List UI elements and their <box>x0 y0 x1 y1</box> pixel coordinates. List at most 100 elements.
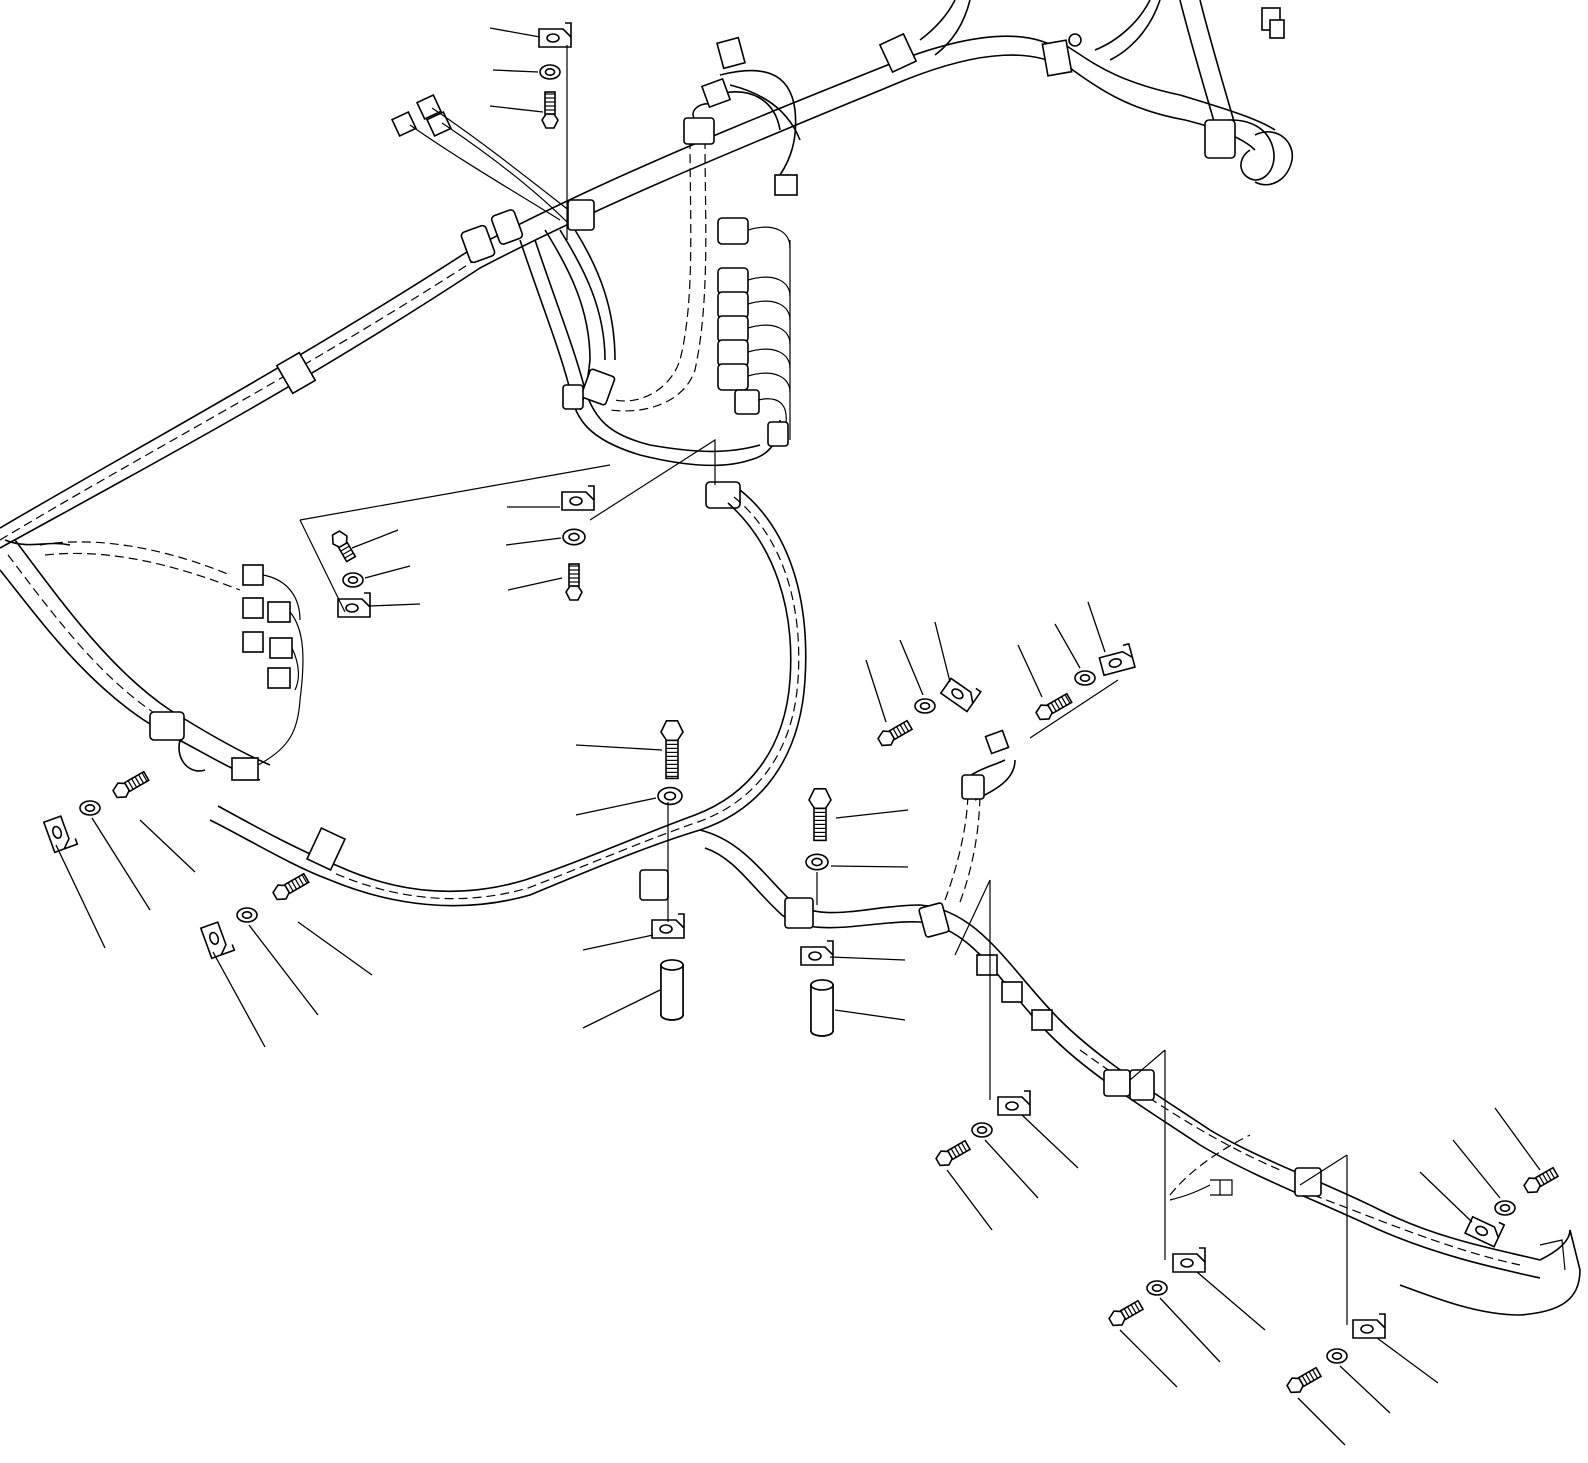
upper-center-harness <box>390 36 801 509</box>
clamp <box>562 384 584 410</box>
bracket <box>561 485 595 511</box>
washer <box>1494 1200 1516 1216</box>
leader-line <box>489 105 544 113</box>
clamp <box>1068 33 1082 47</box>
bracket <box>42 815 79 854</box>
spacer <box>810 979 834 1037</box>
leader-line <box>934 621 951 683</box>
connector <box>242 564 264 586</box>
bracket <box>1464 1215 1506 1248</box>
connector <box>231 757 259 781</box>
hardware-group <box>42 22 1560 1394</box>
connector <box>267 601 291 623</box>
clamp <box>639 869 669 901</box>
bolt <box>1108 1299 1145 1327</box>
washer <box>1146 1280 1168 1296</box>
bolt <box>1035 692 1073 721</box>
washer <box>1326 1348 1348 1364</box>
leader-line <box>575 797 657 816</box>
clamp <box>1294 1167 1322 1197</box>
leader-lines <box>55 27 1541 1446</box>
leader-line <box>575 744 663 751</box>
leader-line <box>248 924 319 1016</box>
clamp <box>275 351 317 395</box>
leader-line <box>1196 1271 1266 1331</box>
bracket <box>337 592 371 618</box>
connector <box>1001 981 1023 1003</box>
center-loop-harness <box>209 489 807 907</box>
connector <box>267 667 291 689</box>
clamp <box>460 224 496 264</box>
leader-line <box>899 639 924 696</box>
connector <box>774 174 798 196</box>
leader-line <box>297 921 373 976</box>
connector <box>717 267 749 295</box>
connector <box>415 93 443 121</box>
leader-line <box>1054 623 1081 669</box>
leader-line <box>507 577 563 591</box>
bracket <box>1098 642 1136 677</box>
bolt <box>272 872 310 901</box>
leader-line <box>1339 1365 1391 1414</box>
leader-line <box>865 659 887 723</box>
washer <box>914 698 936 714</box>
leader-line <box>1376 1337 1439 1384</box>
connector <box>717 217 749 245</box>
washer <box>971 1122 993 1138</box>
clamp <box>918 902 950 938</box>
connector-bank <box>717 217 791 440</box>
locator-lines <box>299 45 1348 1325</box>
washer <box>236 907 258 923</box>
connector <box>717 339 749 367</box>
clamp <box>878 32 918 74</box>
bracket <box>199 921 236 960</box>
bolt <box>331 530 357 563</box>
connector <box>717 291 749 319</box>
connector <box>242 597 264 619</box>
connector <box>425 110 453 138</box>
clamp <box>305 827 347 871</box>
bracket <box>1172 1247 1206 1273</box>
clamp <box>1041 39 1073 77</box>
bolt <box>565 563 583 601</box>
washer <box>805 853 829 871</box>
bolt <box>935 1139 972 1167</box>
washer <box>79 800 101 816</box>
lower-right-harness <box>699 729 1581 1316</box>
clamp <box>1103 1069 1131 1097</box>
bracket <box>538 22 572 48</box>
connector <box>242 631 264 653</box>
leader-line <box>139 819 196 873</box>
connector <box>700 77 732 109</box>
connector <box>717 315 749 343</box>
bolt <box>877 719 914 747</box>
connector <box>390 110 418 138</box>
clamp <box>784 897 814 929</box>
clamp <box>1129 1069 1155 1101</box>
leader-line <box>1119 1329 1178 1388</box>
bracket <box>800 940 834 966</box>
leader-line <box>1087 601 1106 653</box>
leader-line <box>829 956 906 961</box>
leader-line <box>1452 1139 1501 1199</box>
bracket <box>997 1090 1031 1116</box>
leader-line <box>1494 1107 1541 1171</box>
leader-line <box>834 1009 906 1021</box>
main-harness-upper <box>0 0 1293 549</box>
leader-line <box>582 989 661 1029</box>
clamp <box>683 117 715 145</box>
leader-line <box>489 27 541 38</box>
left-harness <box>0 539 304 781</box>
bolt <box>660 720 684 780</box>
bracket <box>651 913 685 939</box>
leader-line <box>505 537 562 546</box>
clamp <box>705 481 741 509</box>
clamp <box>149 711 185 741</box>
washer <box>562 528 586 546</box>
bolt <box>541 91 559 129</box>
leader-line <box>1297 1397 1346 1446</box>
clamp <box>767 421 789 447</box>
bolt <box>1286 1366 1323 1394</box>
connector <box>734 389 760 415</box>
